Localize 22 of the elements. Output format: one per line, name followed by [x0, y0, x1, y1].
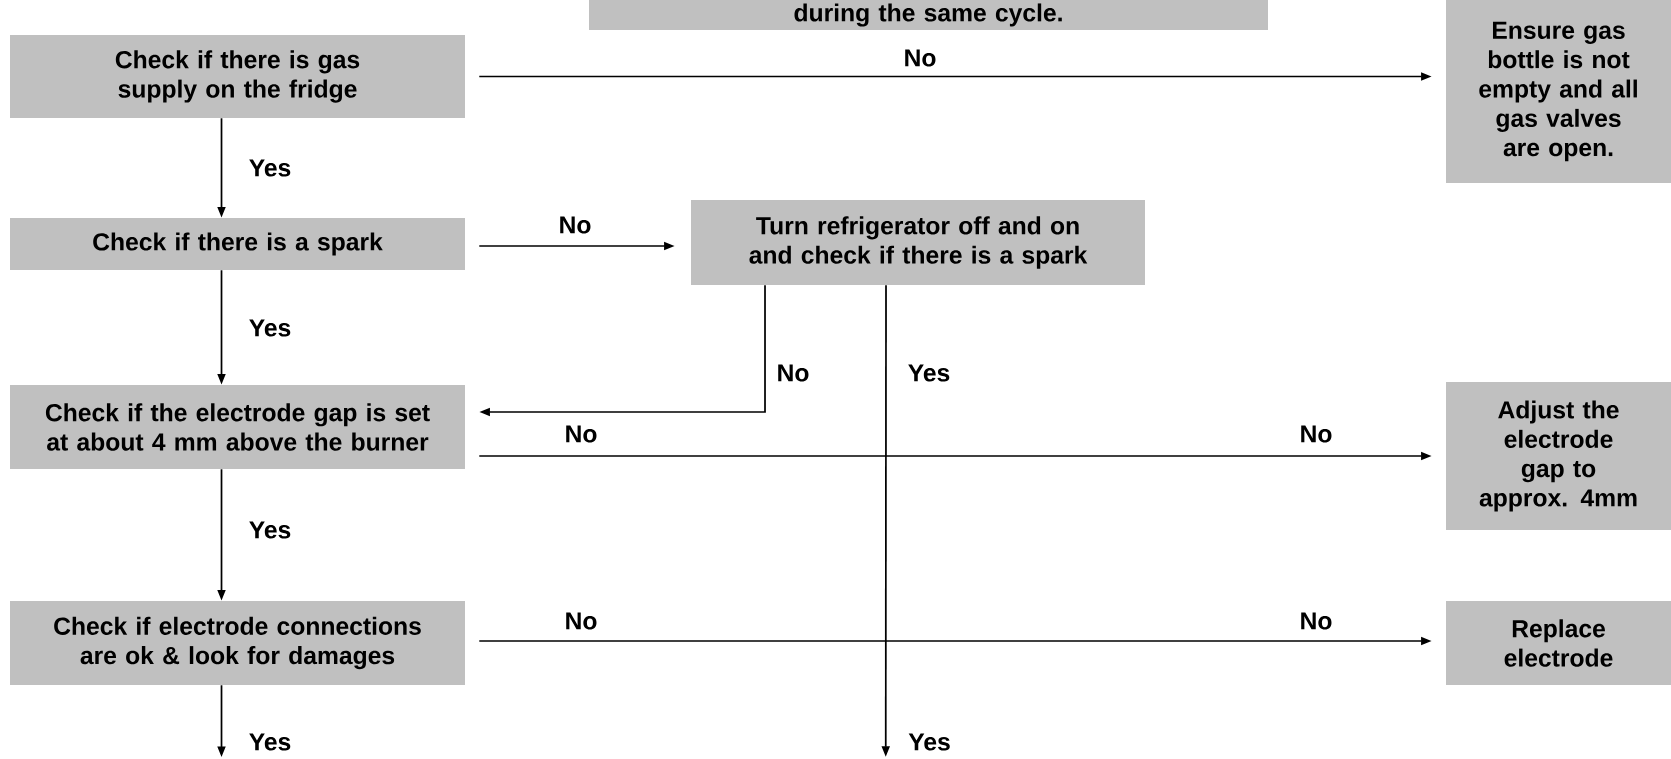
edge-label: No	[902, 48, 938, 68]
process-box: Adjust the electrode gap to approx. 4mm	[1446, 382, 1671, 530]
process-box: Check if the electrode gap is set at about 4 mm above the burner	[10, 385, 465, 469]
branch-label: No	[1298, 424, 1334, 444]
edge-label: No	[563, 611, 599, 631]
edge-label: Yes	[247, 318, 293, 338]
branch-label: Yes	[908, 733, 950, 751]
edge-label: Yes	[247, 158, 293, 178]
process-box: Check if there is a spark	[10, 218, 465, 270]
edge-label: Yes	[247, 732, 293, 752]
process-box: Replace electrode	[1446, 601, 1671, 685]
edge-label: No	[775, 363, 811, 383]
edge-label: No	[563, 424, 599, 444]
process-box: Check if there is gas supply on the fridge	[10, 35, 465, 118]
edge-label: No	[557, 215, 593, 235]
process-box: Turn refrigerator off and on and check if there is a spark	[691, 200, 1145, 285]
edge-label: Yes	[906, 363, 952, 383]
branch-label: No	[1298, 611, 1334, 631]
process-box: during the same cycle.	[589, 0, 1268, 30]
process-box: Check if electrode connections are ok & look for damages	[10, 601, 465, 685]
edge-label: Yes	[247, 520, 293, 540]
process-box: Ensure gas bottle is not empty and all gas valves are open.	[1446, 0, 1671, 183]
